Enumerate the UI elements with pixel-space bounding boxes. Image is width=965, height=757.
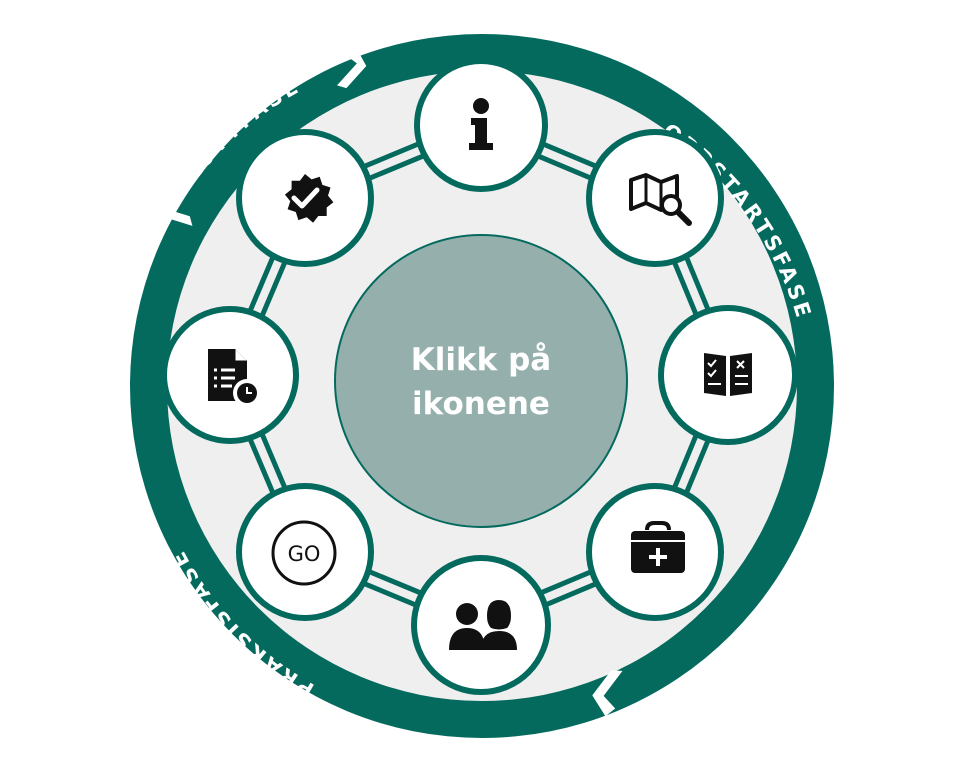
center-text-line2: ikonene	[412, 386, 550, 422]
document-clock-icon	[208, 349, 261, 407]
node-go[interactable]: GO	[236, 483, 374, 621]
ring-arrow-left	[138, 207, 193, 237]
info-icon	[469, 98, 493, 150]
node-document-clock[interactable]	[161, 306, 299, 444]
node-info[interactable]	[414, 58, 548, 192]
checklist-book-icon	[704, 353, 752, 396]
node-first-aid-kit[interactable]	[586, 483, 724, 621]
ring-arrow-bottom-right	[592, 670, 623, 717]
people-icon	[449, 600, 517, 650]
svg-text:GO: GO	[288, 542, 321, 566]
go-icon: GO	[271, 520, 337, 586]
center-text-line1: Klikk på	[411, 342, 551, 378]
first-aid-kit-icon	[631, 521, 685, 573]
ring-arrow-top	[337, 41, 367, 89]
node-map-search[interactable]	[586, 129, 724, 267]
node-checklist-book[interactable]	[658, 305, 798, 445]
node-people[interactable]	[411, 555, 551, 695]
verified-badge-icon	[284, 174, 334, 223]
map-search-icon	[629, 173, 692, 226]
center-start-button[interactable]: Klikk på ikonene	[334, 234, 628, 528]
node-verified-badge[interactable]	[236, 129, 374, 267]
